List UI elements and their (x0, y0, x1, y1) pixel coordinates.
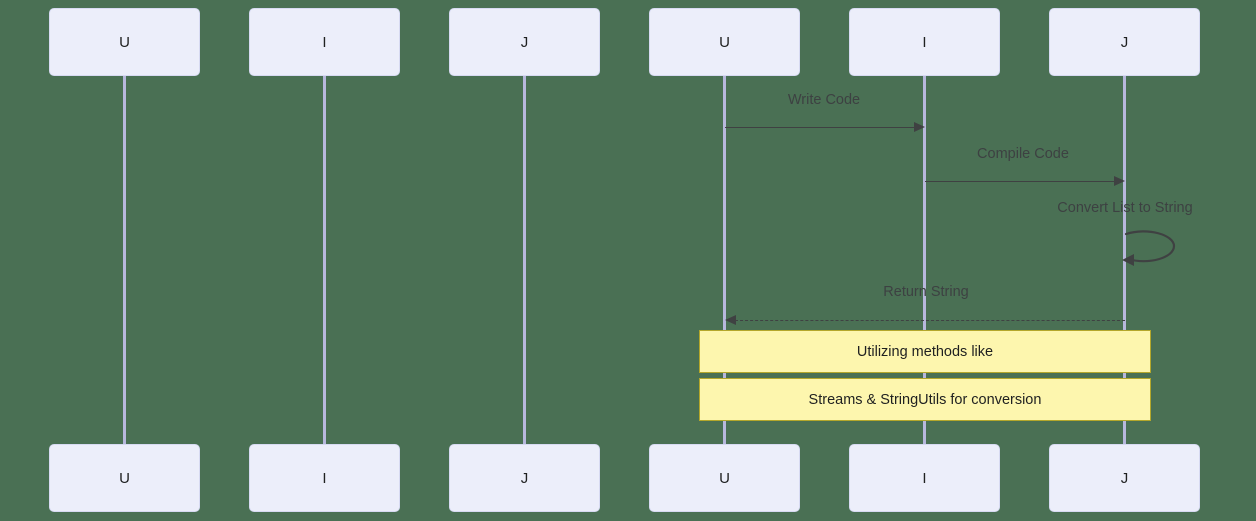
actor-label: I (322, 33, 327, 51)
actor-label: U (719, 469, 730, 487)
message-label-compile-code: Compile Code (977, 146, 1069, 162)
actor-box-top-i1[interactable]: I (249, 8, 400, 76)
actor-label: J (1120, 33, 1129, 51)
message-label-convert-list-to-string: Convert List to String (1057, 200, 1193, 216)
lifeline-j1 (523, 76, 526, 444)
self-message-loop-convert-list-to-string (1122, 230, 1176, 266)
lifeline-i2 (923, 76, 926, 444)
note-text: Utilizing methods like (856, 343, 994, 360)
actor-box-bottom-i2[interactable]: I (849, 444, 1000, 512)
actor-box-bottom-j1[interactable]: J (449, 444, 600, 512)
actor-label: U (119, 469, 130, 487)
actor-box-top-u1[interactable]: U (49, 8, 200, 76)
lifeline-u2 (723, 76, 726, 444)
actor-box-bottom-u1[interactable]: U (49, 444, 200, 512)
actor-box-bottom-i1[interactable]: I (249, 444, 400, 512)
actor-label: I (322, 469, 327, 487)
note-box-utilizing-methods: Utilizing methods like (699, 330, 1151, 373)
actor-label: I (922, 469, 927, 487)
actor-label: J (520, 469, 529, 487)
message-line-compile-code (925, 181, 1115, 182)
note-box-streams-stringutils: Streams & StringUtils for conversion (699, 378, 1151, 421)
actor-label: J (520, 33, 529, 51)
actor-label: U (119, 33, 130, 51)
actor-box-top-j2[interactable]: J (1049, 8, 1200, 76)
actor-box-top-u2[interactable]: U (649, 8, 800, 76)
message-line-return-string (735, 320, 1125, 321)
arrow-head-icon-return-string (725, 314, 736, 325)
message-label-return-string: Return String (883, 284, 969, 300)
actor-label: U (719, 33, 730, 51)
lifeline-i1 (323, 76, 326, 444)
message-label-write-code: Write Code (787, 92, 861, 108)
lifeline-u1 (123, 76, 126, 444)
actor-box-bottom-j2[interactable]: J (1049, 444, 1200, 512)
actor-box-bottom-u2[interactable]: U (649, 444, 800, 512)
arrow-head-icon-compile-code (1114, 175, 1125, 186)
actor-box-top-i2[interactable]: I (849, 8, 1000, 76)
actor-box-top-j1[interactable]: J (449, 8, 600, 76)
arrow-head-icon-write-code (914, 121, 925, 132)
actor-label: J (1120, 469, 1129, 487)
actor-label: I (922, 33, 927, 51)
message-line-write-code (725, 127, 915, 128)
note-text: Streams & StringUtils for conversion (808, 391, 1042, 408)
